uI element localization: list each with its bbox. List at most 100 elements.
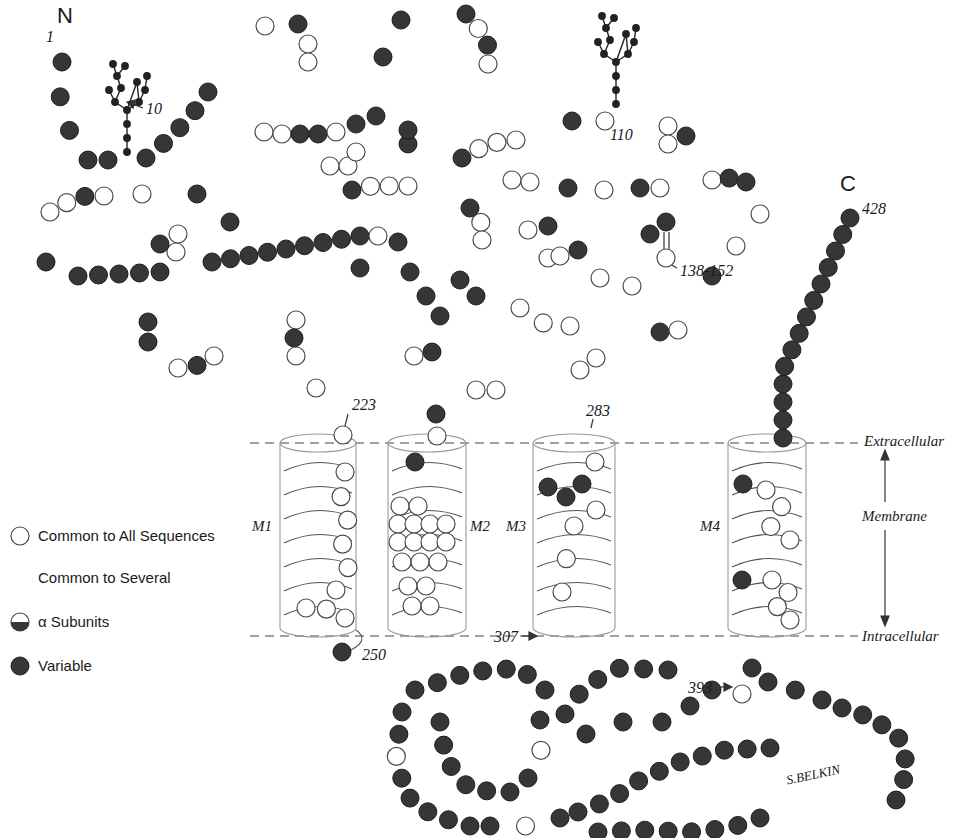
variable-residue xyxy=(79,151,97,169)
variable-residue xyxy=(291,125,309,143)
variable-residue xyxy=(428,674,446,692)
variable-residue xyxy=(439,811,457,829)
variable-residue xyxy=(351,227,369,245)
variable-residue xyxy=(451,666,469,684)
variable-residue xyxy=(569,803,587,821)
common-residue xyxy=(762,518,780,536)
common-residue xyxy=(727,237,745,255)
variable-residue xyxy=(743,659,761,677)
variable-residue xyxy=(614,713,632,731)
common-residue xyxy=(421,515,439,533)
callout-label: 223 xyxy=(352,396,376,414)
common-residue xyxy=(299,53,317,71)
sugar-unit xyxy=(601,51,607,57)
variable-residue xyxy=(333,230,351,248)
variable-residue xyxy=(417,287,435,305)
callout-label: Intracellular xyxy=(862,628,939,645)
sugar-unit xyxy=(607,37,613,43)
variable-residue xyxy=(651,323,669,341)
variable-residue xyxy=(539,217,557,235)
callout-label: M3 xyxy=(506,518,526,535)
variable-residue xyxy=(887,791,905,809)
common-residue xyxy=(393,553,411,571)
common-residue xyxy=(781,611,799,629)
variable-residue xyxy=(467,287,485,305)
sugar-unit xyxy=(625,51,631,57)
common-residue xyxy=(470,140,488,158)
common-residue xyxy=(773,498,791,516)
common-residue xyxy=(339,559,357,577)
common-residue xyxy=(587,501,605,519)
sugar-bond xyxy=(127,82,137,110)
variable-residue xyxy=(683,823,701,838)
sugar-bond xyxy=(616,34,626,62)
common-residue xyxy=(327,581,345,599)
common-residue xyxy=(437,515,455,533)
variable-residue xyxy=(423,343,441,361)
common-residue xyxy=(133,185,151,203)
common-residue xyxy=(167,243,185,261)
variable-residue xyxy=(841,209,859,227)
common-residue xyxy=(421,597,439,615)
variable-residue xyxy=(805,291,823,309)
common-residue xyxy=(411,553,429,571)
callout-label: M4 xyxy=(700,518,720,535)
helix-cylinder xyxy=(728,434,806,637)
common-residue xyxy=(571,361,589,379)
helix-cylinder xyxy=(280,434,356,637)
helix-turn xyxy=(537,582,611,591)
callout-label: Membrane xyxy=(862,508,927,525)
variable-residue xyxy=(531,711,549,729)
cylinder-bottom xyxy=(388,628,466,637)
sugar-unit xyxy=(611,15,617,21)
variable-residue xyxy=(457,776,475,794)
variable-residue xyxy=(367,107,385,125)
variable-residue xyxy=(453,149,471,167)
variable-residue xyxy=(90,266,108,284)
common-residue xyxy=(41,203,59,221)
common-residue xyxy=(334,426,352,444)
variable-residue xyxy=(641,225,659,243)
common-residue xyxy=(417,577,435,595)
common-residue xyxy=(336,463,354,481)
common-residue xyxy=(467,381,485,399)
common-residue xyxy=(472,213,490,231)
common-residue xyxy=(327,123,345,141)
common-residue xyxy=(380,177,398,195)
variable-residue xyxy=(569,241,587,259)
callout-label: 250 xyxy=(362,646,386,664)
variable-residue xyxy=(631,179,649,197)
variable-residue xyxy=(351,259,369,277)
helix-turn xyxy=(537,534,611,543)
variable-residue xyxy=(635,660,653,678)
common-residue xyxy=(479,55,497,73)
callout-label: M1 xyxy=(252,518,272,535)
variable-residue xyxy=(461,817,479,835)
variable-residue xyxy=(139,313,157,331)
common-residue xyxy=(781,531,799,549)
variable-residue xyxy=(536,681,554,699)
variable-residue xyxy=(221,213,239,231)
variable-residue xyxy=(374,48,392,66)
variable-residue xyxy=(99,151,117,169)
variable-residue xyxy=(786,681,804,699)
variable-residue xyxy=(563,112,581,130)
variable-residue xyxy=(501,783,519,801)
callout-label: 283 xyxy=(586,402,610,420)
cylinder-side xyxy=(465,443,466,628)
sugar-unit xyxy=(613,101,619,107)
common-residue xyxy=(95,187,113,205)
variable-residue xyxy=(51,88,69,106)
variable-residue xyxy=(659,661,677,679)
callout-label: Extracellular xyxy=(864,433,944,450)
variable-residue xyxy=(478,782,496,800)
loop-line xyxy=(351,630,362,650)
membrane-arrow xyxy=(881,450,889,626)
legend-text: Common to All Sequences xyxy=(38,527,215,544)
legend-text: Variable xyxy=(38,657,92,674)
sugar-unit xyxy=(613,87,619,93)
common-residue xyxy=(369,227,387,245)
sugar-unit xyxy=(110,61,116,67)
cylinder-side xyxy=(614,443,615,628)
